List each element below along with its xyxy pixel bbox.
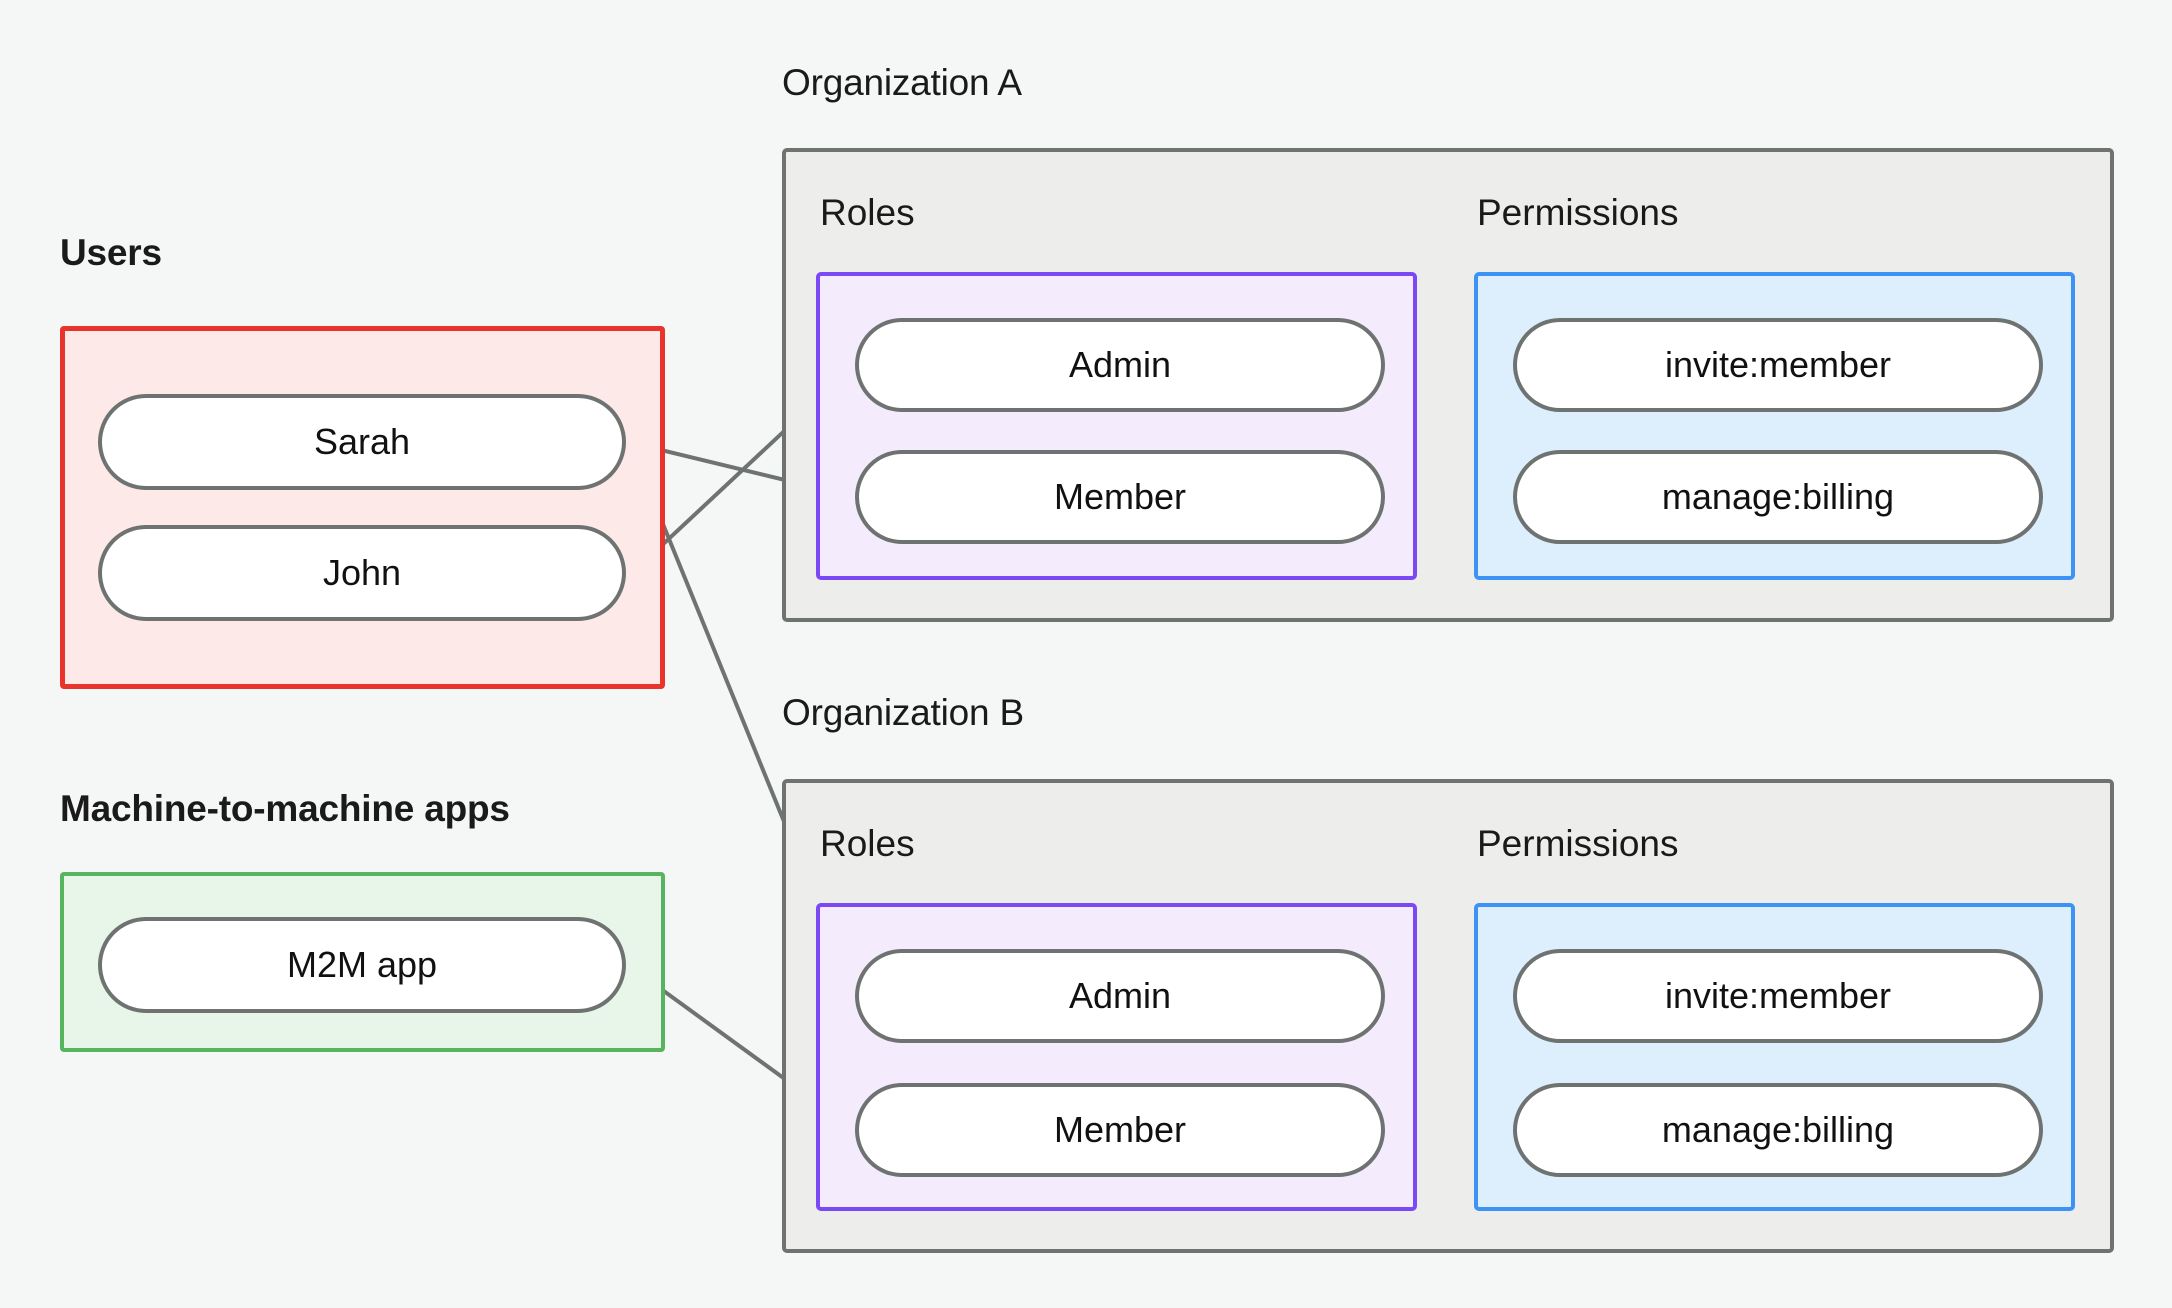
organization-b-role-admin[interactable]: Admin — [855, 949, 1385, 1043]
organization-a-permission-manage-billing[interactable]: manage:billing — [1513, 450, 2043, 544]
users-caption: Users — [60, 232, 162, 273]
organization-b-permission-invite-member[interactable]: invite:member — [1513, 949, 2043, 1043]
organization-a-permissions-caption: Permissions — [1477, 192, 1679, 233]
organization-b-role-member[interactable]: Member — [855, 1083, 1385, 1177]
organization-a-role-admin[interactable]: Admin — [855, 318, 1385, 412]
m2m-caption: Machine-to-machine apps — [60, 788, 510, 829]
organization-a-caption: Organization A — [782, 62, 1022, 103]
organization-b-permission-manage-billing[interactable]: manage:billing — [1513, 1083, 2043, 1177]
organization-a-roles-caption: Roles — [820, 192, 915, 233]
organization-a-role-member[interactable]: Member — [855, 450, 1385, 544]
organization-b-caption: Organization B — [782, 692, 1024, 733]
organization-b-roles-caption: Roles — [820, 823, 915, 864]
m2m-node-app[interactable]: M2M app — [98, 917, 626, 1013]
organization-a-permission-invite-member[interactable]: invite:member — [1513, 318, 2043, 412]
user-node-john[interactable]: John — [98, 525, 626, 621]
user-node-sarah[interactable]: Sarah — [98, 394, 626, 490]
users-group-box — [60, 326, 665, 689]
organization-b-permissions-caption: Permissions — [1477, 823, 1679, 864]
